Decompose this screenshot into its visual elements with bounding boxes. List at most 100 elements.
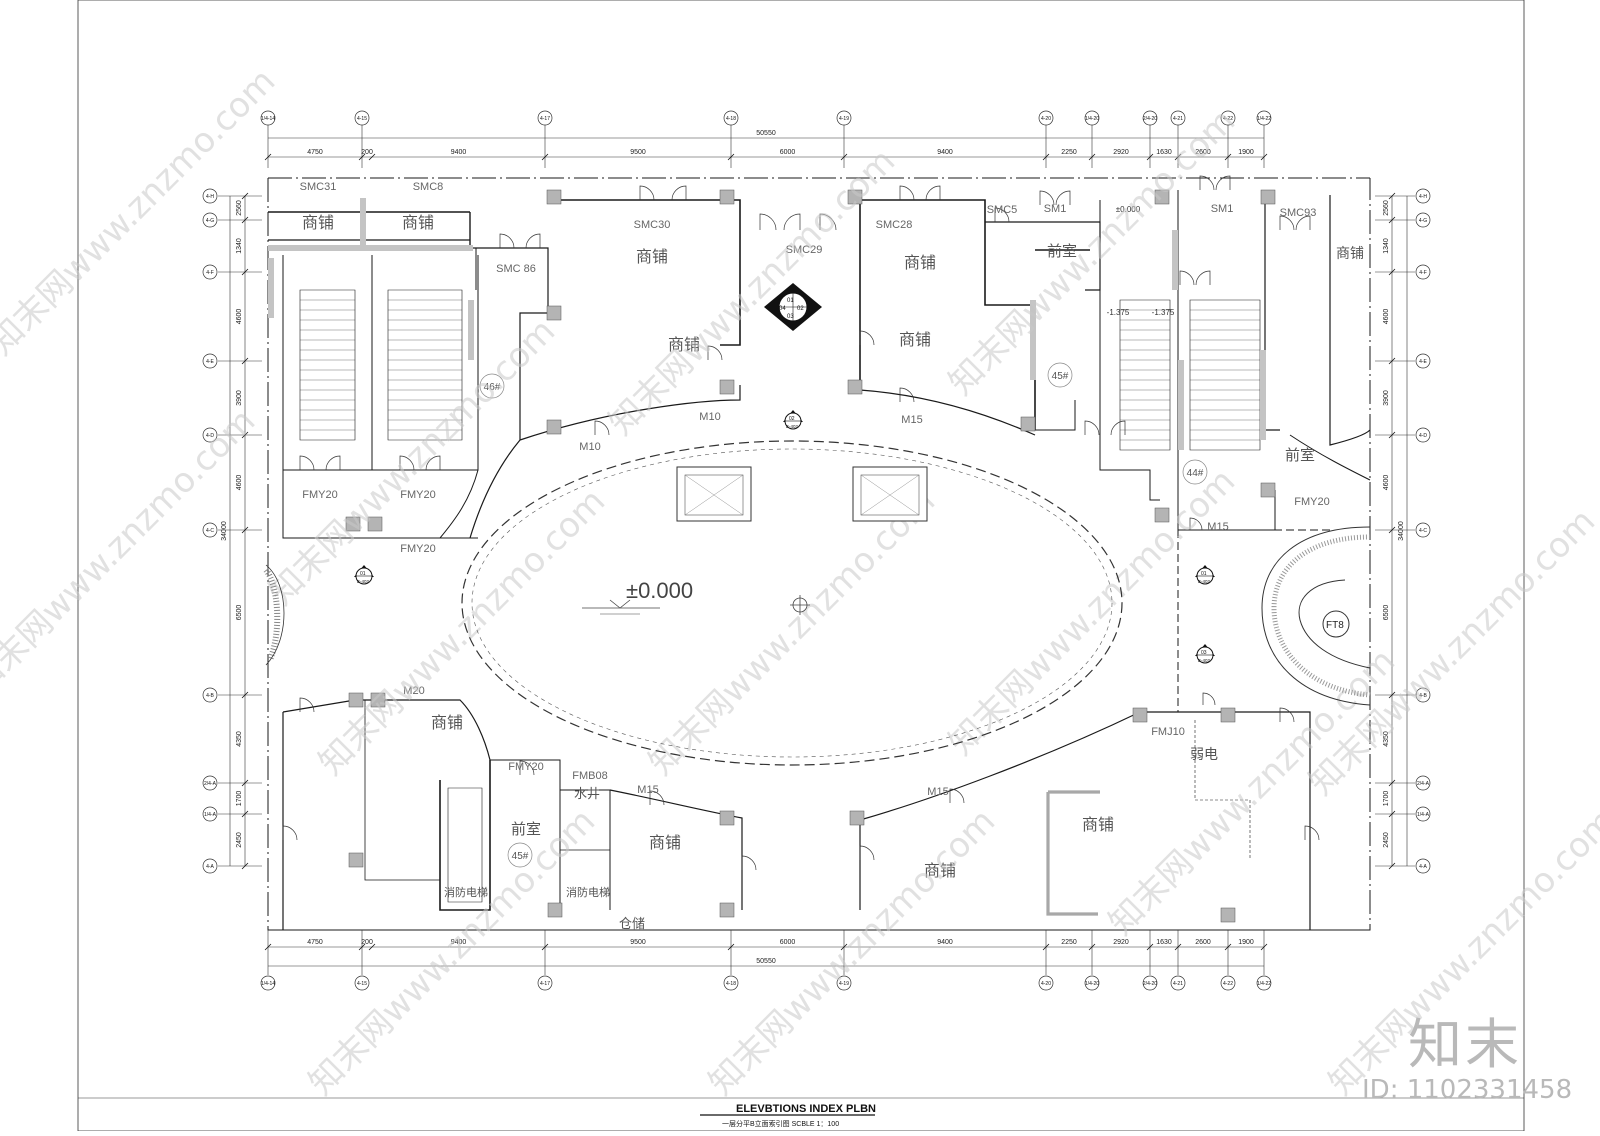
door-code: SMC5 [987,204,1018,216]
axis-label-top: 4-17 [540,116,550,122]
door-swing [899,185,915,201]
dimension-value: 2600 [1195,939,1211,946]
fire-elevator-label: 消防电梯 [566,885,610,899]
dimension-value: 1630 [1156,939,1172,946]
dimension-value: 9400 [451,939,467,946]
walls-layer [267,175,1371,931]
dimension-tick [264,153,272,161]
axis-label-left: 4-G [206,218,214,224]
structural-column [1154,507,1170,523]
dimension-tick [241,216,249,224]
door-code: FMY20 [508,761,543,773]
axis-bubble-left [202,687,218,703]
dimension-value: 9500 [630,939,646,946]
dimension-tick [1042,153,1050,161]
axis-label-left: 4-C [206,528,214,534]
axis-label-bottom: 4-17 [540,981,550,987]
axis-label-right: 2/4-A [1417,781,1430,787]
dimension-tick [1174,153,1182,161]
watermark-text: 知末网www.znzmo.com [941,461,1243,763]
axis-label-left: 4-D [206,433,214,439]
axis-bubble-right [1415,212,1431,228]
axis-label-bottom: 4-18 [726,981,736,987]
dimension-value: 9400 [451,149,467,156]
door-swing [519,760,535,776]
door-swing [783,213,801,231]
dimension-tick [241,431,249,439]
axis-label-top: 4-22 [1223,116,1233,122]
dimension-value: 4750 [307,149,323,156]
watermark-text: 知末网www.znzmo.com [601,141,903,443]
axis-label-left: 4-A [206,864,214,870]
wall-hatch [1260,350,1266,440]
axis-bubble-bottom [723,975,739,991]
storage-label: 仓储 [619,916,645,931]
door-swing [1304,825,1320,841]
door-code: M15 [637,784,658,796]
wall-hatch [468,300,474,360]
structural-column [367,516,383,532]
door-swing [1279,215,1295,231]
door-code: M10 [699,411,720,423]
svg-text:E-402: E-402 [1198,658,1211,663]
svg-text:01: 01 [1201,571,1207,577]
structural-column [1260,482,1276,498]
dimension-tick [241,810,249,818]
elevator-car [447,787,483,903]
axis-label-top: 4-19 [839,116,849,122]
shop-label: 商铺 [899,331,931,349]
dimension-value: 2920 [1113,149,1129,156]
wall-hatch [268,258,274,318]
structural-column [546,305,562,321]
svg-text:E-402: E-402 [1198,579,1211,584]
dimension-tick [1260,153,1268,161]
door-swing [525,233,541,249]
dimension-total: 50550 [756,958,776,965]
dimension-tick [1388,216,1396,224]
shop-label: 商铺 [431,714,463,732]
stair-hall [282,255,479,471]
building-marker [1047,362,1073,388]
shop-label: 商铺 [1082,816,1114,834]
dimension-tick [1388,268,1396,276]
dimension-value: 6500 [1383,605,1390,621]
front-room-label: 前室 [1285,447,1315,464]
axis-label-bottom: 1/4-20 [1085,981,1099,987]
svg-text:04: 04 [779,306,786,312]
axis-bubble-top [1142,110,1158,126]
axis-label-left: 4-E [206,359,214,365]
door-swing [707,345,723,361]
dimension-tick [1388,192,1396,200]
dimension-total: 34000 [221,521,228,541]
dimension-tick [541,943,549,951]
dimension-tick [1388,526,1396,534]
dimension-value: 4350 [1383,731,1390,747]
structural-column [719,379,735,395]
dimension-value: 4750 [307,939,323,946]
dimension-value: 2250 [1061,149,1077,156]
shop-partition [1046,792,1098,916]
structural-column [348,852,364,868]
axis-bubble-top [1170,110,1186,126]
ft8-label: FT8 [1326,620,1344,631]
dimension-value: 3900 [236,390,243,406]
building-number: 44# [1187,468,1204,479]
dimension-tick [1224,943,1232,951]
axis-label-left: 2/4-A [204,781,217,787]
axis-bubble-right [1415,264,1431,280]
structural-column [847,379,863,395]
shop-label: 商铺 [668,336,700,354]
grid-layer: 1/4-141/4-144-154-154-174-174-184-184-19… [202,110,1431,991]
dimension-value: 1340 [236,238,243,254]
water-well-label: 水井 [574,786,600,801]
shop-label: 商铺 [904,254,936,272]
door-swing [499,233,515,249]
axis-label-bottom: 1/4-14 [261,981,275,987]
axis-bubble-top [537,110,553,126]
elevation-mark-top: 02 E-402 [783,410,803,430]
dimension-tick [1388,810,1396,818]
axis-label-right: 4-C [1419,528,1427,534]
axis-label-right: 4-G [1419,218,1427,224]
